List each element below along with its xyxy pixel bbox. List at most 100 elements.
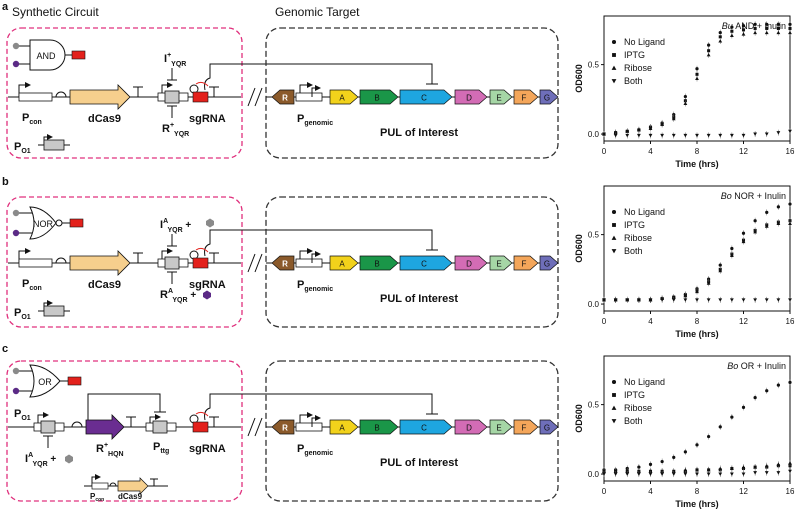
data-point xyxy=(683,94,687,99)
data-point xyxy=(788,298,792,302)
panel-letter: a xyxy=(2,1,9,13)
gene-label: D xyxy=(466,260,472,269)
data-point xyxy=(637,465,641,469)
data-point xyxy=(788,469,792,474)
terminator-symbol xyxy=(133,86,143,97)
data-point xyxy=(695,72,699,76)
y-tick-label: 0.5 xyxy=(588,401,600,410)
gene-arrow xyxy=(513,89,539,105)
operator-box xyxy=(43,305,65,317)
data-point xyxy=(695,289,699,294)
legend-label: Both xyxy=(624,416,643,426)
data-point xyxy=(741,28,746,32)
legend-label: Ribose xyxy=(624,63,652,73)
data-point xyxy=(648,133,653,138)
data-point xyxy=(741,133,746,138)
data-point xyxy=(718,466,723,471)
x-tick-label: 4 xyxy=(648,317,653,326)
terminator-symbol xyxy=(126,416,136,427)
ligand-purple-dot xyxy=(12,229,20,237)
data-point xyxy=(706,133,711,138)
data-point xyxy=(671,472,676,476)
data-point xyxy=(636,472,641,476)
legend-marker xyxy=(611,79,617,84)
gene-arrow xyxy=(513,255,539,271)
data-point xyxy=(718,31,722,35)
data-point xyxy=(695,133,699,138)
gene-label: B xyxy=(374,260,379,269)
series-triangle-down xyxy=(602,468,792,478)
data-point xyxy=(683,472,688,476)
legend-label: No Ligand xyxy=(624,207,665,217)
gene-label: A xyxy=(339,424,345,433)
data-point xyxy=(706,467,711,472)
data-point xyxy=(707,49,711,53)
x-tick-label: 12 xyxy=(739,317,748,326)
data-point xyxy=(776,471,781,475)
data-point xyxy=(613,133,618,138)
x-tick-label: 8 xyxy=(695,317,700,326)
gene-label: F xyxy=(522,260,527,269)
legend-label: No Ligand xyxy=(624,37,665,47)
rbs-symbol xyxy=(55,91,67,98)
y-axis-label: OD600 xyxy=(574,64,584,93)
sgrna-squiggle xyxy=(195,411,209,417)
chart-title: Bo NOR + Inulin xyxy=(721,191,786,201)
data-point xyxy=(671,298,676,302)
ligand-purple-hexagon xyxy=(203,290,211,300)
panel-a: a AND I+YQR R+YQR sgRNA xyxy=(2,1,559,159)
dcas9-label: dCas9 xyxy=(118,492,143,501)
data-point xyxy=(764,30,769,35)
data-point xyxy=(706,472,711,476)
sgrna-squiggle xyxy=(195,81,209,87)
promoter-genomic-arrow xyxy=(311,251,321,263)
data-point xyxy=(718,263,722,267)
gene-arrow xyxy=(539,255,559,271)
data-point xyxy=(671,116,676,121)
data-point xyxy=(788,461,792,465)
data-point xyxy=(636,127,641,132)
data-point xyxy=(729,133,734,138)
data-point xyxy=(741,239,746,244)
break-marks xyxy=(254,87,263,107)
data-point xyxy=(764,298,769,302)
break-marks xyxy=(254,253,263,273)
gene-arrow xyxy=(399,419,453,435)
terminator-symbol xyxy=(150,478,158,486)
legend-label: Ribose xyxy=(624,403,652,413)
x-tick-label: 4 xyxy=(648,147,653,156)
legend-marker xyxy=(612,223,616,227)
legend-marker xyxy=(611,379,617,385)
data-point xyxy=(753,219,757,223)
y-axis-label: OD600 xyxy=(574,234,584,263)
inducer-i-label: I+YQR xyxy=(164,52,186,68)
gene-label: C xyxy=(421,424,427,433)
data-point xyxy=(660,133,665,138)
gene-arrow xyxy=(513,419,539,435)
data-point xyxy=(602,298,606,302)
legend-label: IPTG xyxy=(624,390,645,400)
data-point xyxy=(636,298,641,302)
data-point xyxy=(730,246,734,251)
data-point xyxy=(648,126,653,131)
inducer-i-label: IAYQR + xyxy=(160,218,191,234)
data-point xyxy=(718,425,722,429)
sgrna-output-block xyxy=(67,376,82,386)
and-gate-symbol: AND xyxy=(12,39,86,71)
data-point xyxy=(718,268,723,273)
gene-arrow xyxy=(489,419,513,435)
data-point xyxy=(788,221,792,226)
data-point xyxy=(764,224,769,228)
gene-label: C xyxy=(421,94,427,103)
sgrna-output-block xyxy=(69,218,84,228)
data-point xyxy=(718,39,723,43)
p-con-label: Pcon xyxy=(22,112,42,126)
promoter-con-block xyxy=(18,92,53,102)
gene-label: A xyxy=(339,260,345,269)
data-point xyxy=(660,122,665,126)
data-point xyxy=(625,129,630,133)
data-point xyxy=(788,129,792,134)
gene-arrow xyxy=(454,255,488,271)
promoter-genomic-arrow xyxy=(311,415,321,427)
